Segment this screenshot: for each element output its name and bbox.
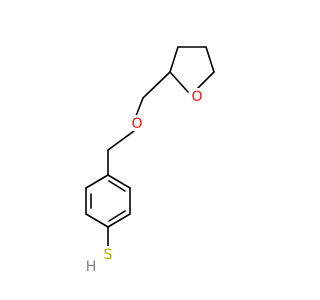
bond-ar-double-2 [108,210,126,222]
sulfur-label: S [104,247,113,263]
bond-ether-o-ch2 [107,130,135,151]
thiol-hydrogen-label: H [86,259,97,275]
ring-oxygen-atom: O [190,88,204,105]
bond-ar-c4-c5 [85,213,109,228]
molecule-structure: O O S H [85,46,215,275]
ether-oxygen-label: O [131,116,142,132]
bond-ar-c1-c2 [107,174,131,189]
bond-ar-c3-c4 [107,213,131,228]
bonds [85,46,215,247]
thiol-hydrogen-atom: H [86,259,97,275]
ring-oxygen-label: O [191,89,202,105]
molecule-canvas: O O S H [85,46,215,275]
bond-c2-ch2 [142,71,171,99]
ether-oxygen-atom: O [130,115,144,132]
bond-ring-c5-o [195,71,215,91]
sulfur-atom: S [101,246,115,263]
bond-ar-c6-c1 [85,174,109,189]
bond-ring-c2-c3 [169,46,179,73]
bond-ch2-ether-o [135,97,144,117]
bond-ar-double-1 [108,180,126,192]
atom-labels: O O S H [86,88,204,275]
bond-ring-c4-c5 [205,46,215,73]
bond-ring-o-c2 [169,71,189,93]
